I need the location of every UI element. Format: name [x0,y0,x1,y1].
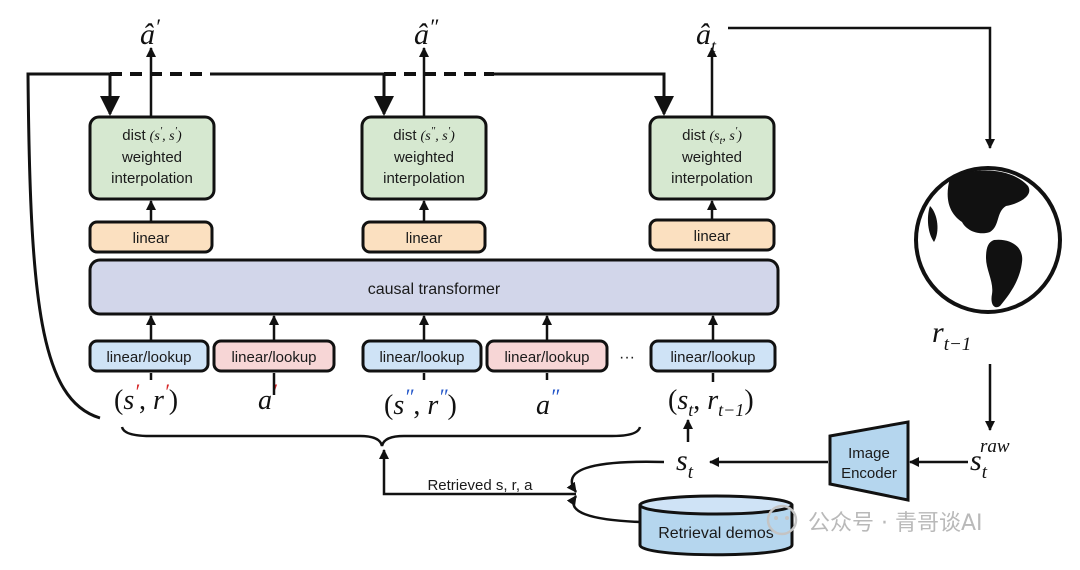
arrow-db-to-retrieval [566,495,641,524]
encoder-label-4: linear/lookup [504,349,589,366]
wechat-icon-eye-left [774,516,778,520]
head-1: â′ dist(s′, s′) weighted interpolation l… [88,14,216,254]
encoder-label-1: linear/lookup [106,349,191,366]
input-st-rt: (st, rt−1) [668,385,754,420]
retrieval-path [379,26,995,524]
image-encoder: Image Encoder [828,420,910,502]
input-s1-r1: (s′, r′) [114,379,178,416]
watermark: 公众号 · 青哥谈AI [766,504,983,536]
encoder-label-5: linear/lookup [670,349,755,366]
head-3: ât dist(st, s′) weighted interpolation l… [648,18,776,252]
feedback-mid-path [210,72,394,116]
causal-transformer-label: causal transformer [368,281,501,298]
head-2: â″ dist(s″, s′) weighted interpolation l… [360,14,488,254]
globe-north-america [947,170,1030,234]
image-encoder-shape [828,420,910,502]
weighted-label-1: weighted [121,149,182,166]
linear-label-2: linear [406,230,443,247]
head-1-output: â′ [140,14,161,51]
interpolation-label-3: interpolation [671,170,753,187]
globe-west-land [927,206,938,242]
weighted-label-2: weighted [393,149,454,166]
context-brace [120,426,642,447]
encoder-row: linear/lookup linear/lookup linear/looku… [88,339,777,373]
db-top [638,494,794,516]
retrieval-feedback [26,72,674,420]
reward-label: rt−1 [932,316,971,355]
causal-transformer-box [88,258,780,316]
dist-label-1: dist(s′, s′) [122,125,182,144]
weighted-label-3: weighted [681,149,742,166]
input-a2: a″ [536,384,560,421]
retrieval-demos-database: Retrieval demos [638,494,794,557]
arrow-action-to-env [728,26,995,149]
red-prime-mark: ′ [155,14,161,39]
internal-arrows [146,47,718,395]
linear-label-1: linear [133,230,170,247]
encoder-label-2: linear/lookup [231,349,316,366]
head-3-output: ât [696,18,717,56]
head-2-output: â″ [414,14,439,51]
image-encoder-label-1: Image [848,445,890,462]
wechat-icon-eye-right [785,516,789,520]
db-body [638,505,794,557]
double-prime-mark: ″ [429,14,439,39]
db-label: Retrieval demos [658,525,774,542]
dist-label-3: dist(st, s′) [682,125,742,147]
encoder-label-3: linear/lookup [379,349,464,366]
linear-label-3: linear [694,228,731,245]
image-encoder-label-2: Encoder [841,465,897,482]
feedback-left-path [26,72,120,420]
raw-state: straw [970,436,1010,483]
dist-label-2: dist(s″, s′) [393,125,455,144]
retrieved-label: Retrieved s, r, a [427,477,533,494]
interpolation-label-1: interpolation [111,170,193,187]
globe-south-america [986,239,1023,308]
ellipsis: ··· [619,349,635,366]
wechat-icon [766,504,798,536]
globe-icon [914,166,1062,314]
feedback-right-path [494,72,674,116]
encoder-box-state-2 [361,339,483,373]
arrow-state-to-retrieval [566,460,665,493]
encoder-box-state-1 [88,339,210,373]
arrow-retrieved-to-brace [379,449,576,496]
interpolation-label-2: interpolation [383,170,465,187]
input-s2-r2: (s″, r″) [384,384,457,421]
watermark-text: 公众号 · 青哥谈AI [808,511,983,536]
state-st: st [676,444,694,483]
